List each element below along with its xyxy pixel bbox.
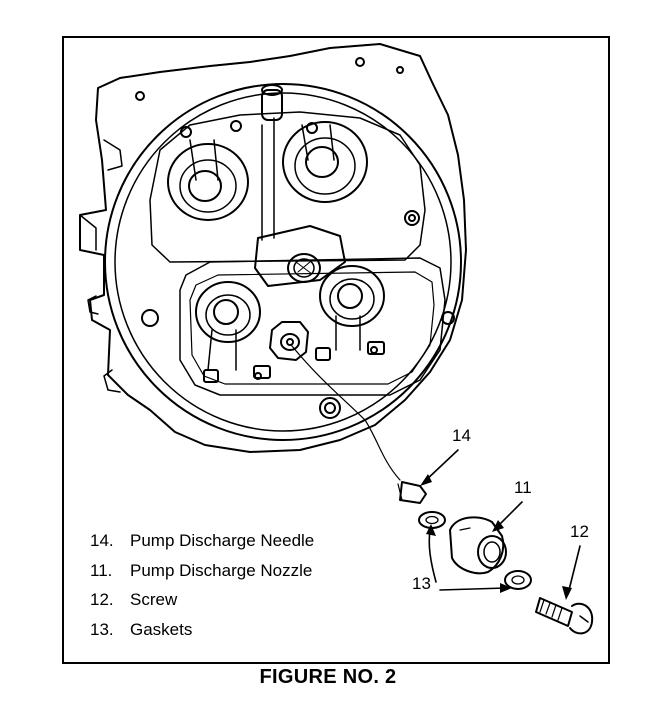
callout-needle: 14 bbox=[452, 426, 471, 445]
legend-item: 11. Pump Discharge Nozzle bbox=[90, 556, 314, 586]
legend-number: 12. bbox=[90, 590, 114, 609]
callout-nozzle: 11 bbox=[514, 478, 532, 497]
callout-gaskets: 13 bbox=[412, 574, 431, 593]
legend-item: 13. Gaskets bbox=[90, 615, 314, 645]
figure-caption: FIGURE NO. 2 bbox=[259, 666, 397, 688]
legend-number: 14. bbox=[90, 531, 114, 550]
legend-label: Gaskets bbox=[130, 619, 193, 639]
legend-label: Screw bbox=[130, 590, 178, 609]
carburetor-body bbox=[79, 43, 467, 453]
pump-discharge-needle bbox=[291, 345, 427, 504]
screw bbox=[535, 597, 594, 635]
legend-number: 11. bbox=[90, 560, 113, 580]
gasket-lower bbox=[504, 570, 532, 590]
legend-label: Pump Discharge Nozzle bbox=[130, 560, 313, 580]
leader-lines bbox=[420, 449, 581, 600]
legend-label: Pump Discharge Needle bbox=[130, 531, 315, 550]
pump-discharge-nozzle bbox=[449, 516, 507, 575]
parts-legend: 14. Pump Discharge Needle 11. Pump Disch… bbox=[90, 526, 314, 644]
legend-number: 13. bbox=[90, 619, 114, 639]
gasket-upper bbox=[418, 511, 446, 529]
callout-screw: 12 bbox=[570, 522, 589, 541]
legend-item: 14. Pump Discharge Needle bbox=[90, 526, 314, 556]
figure-frame bbox=[62, 36, 610, 664]
legend-item: 12. Screw bbox=[90, 585, 314, 615]
